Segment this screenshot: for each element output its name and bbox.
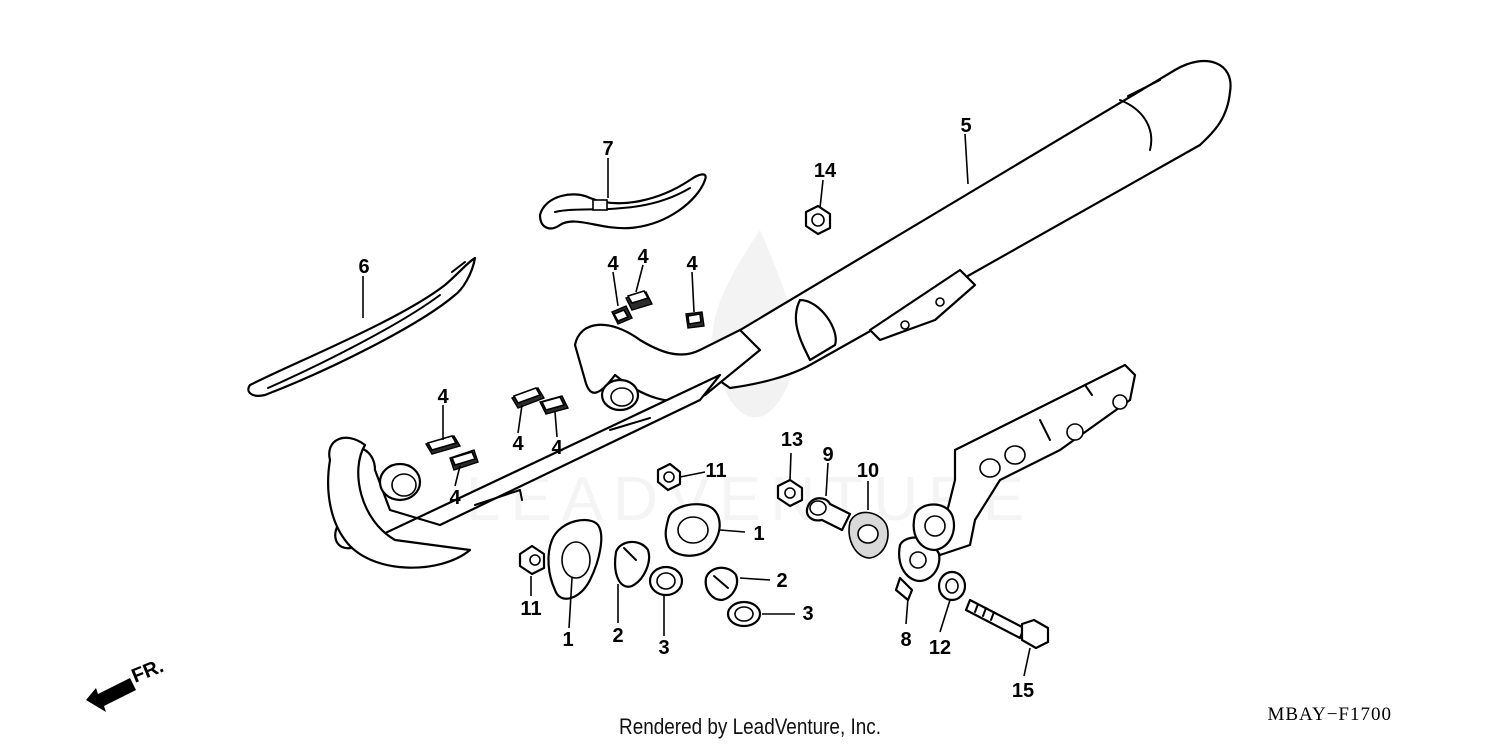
callout-2: 2 — [776, 570, 787, 592]
clip — [449, 449, 479, 471]
clip — [424, 435, 462, 455]
callout-11: 11 — [705, 460, 726, 482]
clip — [538, 395, 570, 415]
callout-4: 4 — [551, 437, 563, 459]
callout-4: 4 — [637, 246, 649, 268]
clip — [510, 387, 546, 409]
callout-4: 4 — [437, 386, 449, 408]
clip — [625, 290, 653, 311]
callout-13: 13 — [781, 429, 803, 451]
bolt-11-lower — [518, 544, 546, 576]
front-label: FR. — [129, 655, 167, 687]
flange-1-lower — [547, 518, 603, 600]
callout-3: 3 — [658, 637, 669, 659]
callout-8: 8 — [900, 629, 911, 651]
heat-shield-long — [247, 256, 477, 397]
callout-7: 7 — [602, 138, 613, 160]
muffler-assembly — [327, 60, 1232, 569]
bolt-15 — [964, 598, 1050, 650]
collar-2-right — [704, 566, 739, 602]
callouts: 5 7 14 6 4 4 4 4 4 4 4 11 11 1 1 2 2 3 3… — [358, 115, 1034, 702]
callout-6: 6 — [358, 256, 369, 278]
callout-10: 10 — [857, 460, 879, 482]
callout-14: 14 — [814, 160, 837, 182]
callout-4: 4 — [449, 487, 461, 509]
callout-5: 5 — [960, 115, 971, 137]
callout-1: 1 — [562, 629, 573, 651]
bolt-11-upper — [656, 462, 682, 492]
front-arrow-icon: FR. — [86, 655, 167, 712]
callout-1: 1 — [753, 523, 764, 545]
callout-11: 11 — [520, 598, 541, 620]
bushing-10 — [848, 511, 889, 559]
clip — [685, 311, 705, 329]
heat-shield-curved — [538, 173, 707, 230]
flange-1-upper — [664, 503, 721, 557]
callout-9: 9 — [822, 444, 833, 466]
callout-12: 12 — [929, 637, 951, 659]
diagram-code: MBAY−F1700 — [1267, 704, 1392, 725]
credit-text: Rendered by LeadVenture, Inc. — [619, 714, 881, 739]
callout-15: 15 — [1012, 680, 1034, 702]
callout-4: 4 — [512, 433, 524, 455]
ring-3-right — [726, 600, 762, 628]
callout-3: 3 — [802, 603, 813, 625]
collar-2-left — [614, 540, 651, 588]
callout-2: 2 — [612, 625, 623, 647]
callout-4: 4 — [607, 253, 619, 275]
clip-group — [424, 290, 705, 471]
ring-3-left — [648, 565, 684, 597]
collar-9 — [805, 497, 852, 532]
nut-14 — [804, 204, 832, 236]
clip — [611, 305, 633, 325]
leader-lines — [362, 133, 1031, 677]
washer-12 — [937, 570, 967, 602]
mounting-bracket — [912, 363, 1137, 557]
callout-4: 4 — [686, 253, 698, 275]
